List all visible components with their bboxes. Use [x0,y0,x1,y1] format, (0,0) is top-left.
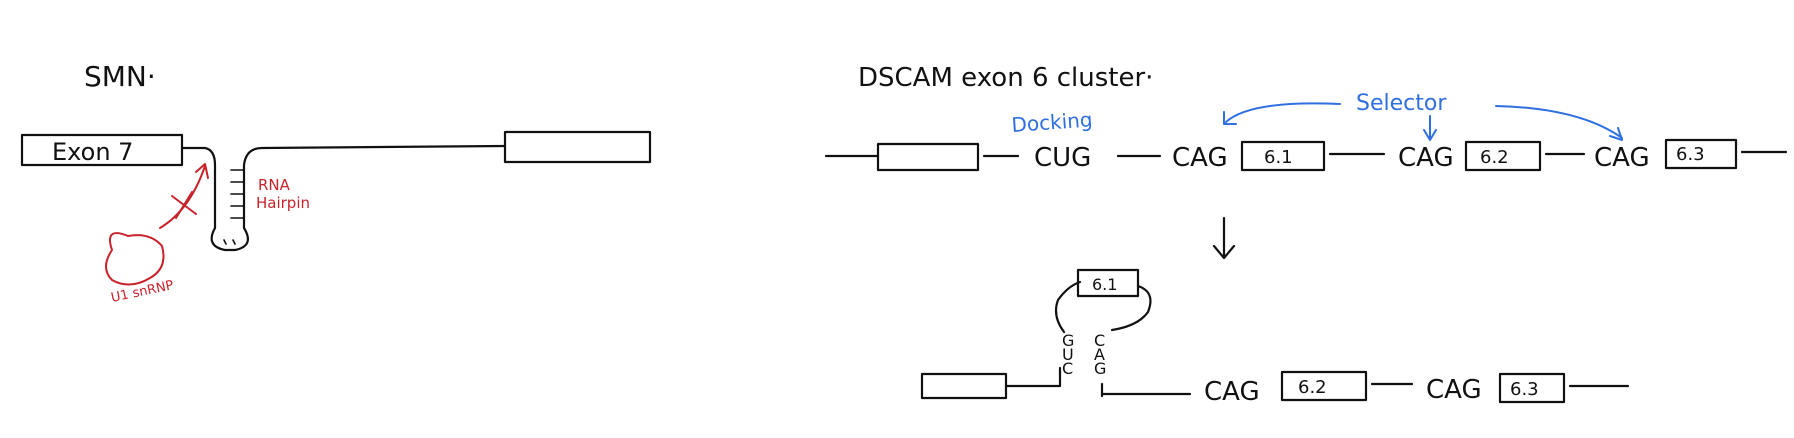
exon-6-2-label: 6.2 [1480,147,1509,168]
smn-intron-left [180,146,217,230]
u1-arrowhead [195,163,209,179]
selector-arrow-right [1495,105,1623,139]
bottom-exon-6-2-box [1280,370,1368,402]
cag-site-3: CAG [1594,143,1650,173]
block-x-mark [171,191,197,219]
loop-exon-6-1-box [1076,268,1140,298]
stem-left-3: C [1062,359,1073,378]
hairpin-loop [210,226,249,252]
cug-site: CUG [1034,143,1091,173]
loop-exon-6-1-label: 6.1 [1092,275,1117,294]
exon-6-2-box [1464,140,1542,172]
stem-right-1: C [1094,331,1105,350]
dscam-title: DSCAM exon 6 cluster· [858,63,1153,93]
bottom-line-right-of-stem [1100,382,1192,398]
smn-downstream-exon [503,130,652,164]
exon-6-1-box [1240,140,1326,172]
hairpin-stem-rungs [223,169,244,245]
hairpin-label-line2: Hairpin [256,194,310,212]
bottom-exon-6-3-label: 6.3 [1510,379,1539,400]
u1-snrnp-blob [105,232,165,286]
docking-label: Docking [1011,107,1094,137]
smn-intron-right [242,144,507,230]
cag-site-2: CAG [1398,143,1454,173]
exon7-label: Exon 7 [52,138,133,166]
dscam-upstream-exon-bottom [920,372,1008,400]
smn-title: SMN· [84,60,156,93]
u1-arrow [159,165,206,229]
selector-label: Selector [1356,91,1447,116]
cag-site-1: CAG [1172,143,1228,173]
bottom-exon-6-3-box [1498,372,1566,404]
hairpin-label-line1: RNA [258,176,291,194]
stem-right-3: G [1094,359,1106,378]
exon7-box [20,133,184,167]
bottom-cag-site-3: CAG [1426,375,1482,405]
selector-arrowhead-left [1223,111,1237,125]
selector-arrow-left [1225,102,1341,123]
stem-left-1: G [1062,331,1074,350]
bottom-line-left [1004,366,1062,388]
stem-right-2: A [1094,345,1105,364]
stem-left-2: U [1062,345,1074,364]
selector-arrowhead-right [1609,127,1623,141]
exon-6-1-label: 6.1 [1264,147,1293,168]
selector-arrowhead-middle [1423,129,1437,141]
bottom-cag-site-2: CAG [1204,377,1260,407]
loop-arc [1054,280,1152,334]
exon-6-3-box [1664,138,1738,170]
exon-6-3-label: 6.3 [1676,144,1705,165]
dscam-upstream-exon [876,142,980,172]
bottom-exon-6-2-label: 6.2 [1298,377,1327,398]
transition-arrowhead [1212,244,1236,260]
